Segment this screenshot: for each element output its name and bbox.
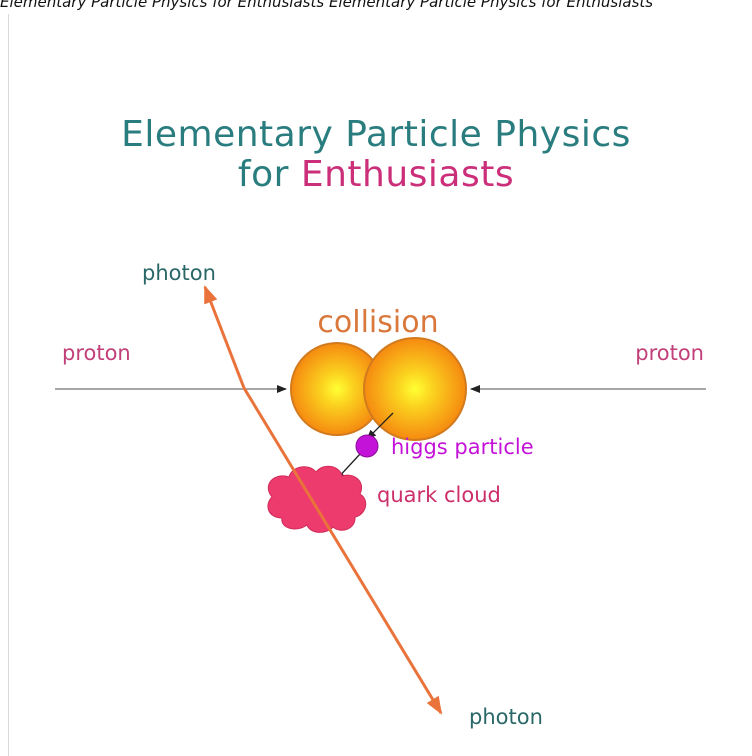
collision-label: collision: [317, 305, 438, 340]
cover-frame: [8, 14, 748, 756]
title-line-2: for Enthusiasts: [0, 154, 752, 195]
proton-sphere-right: [363, 337, 467, 441]
quark-cloud-shape: [267, 465, 367, 533]
photon-label-bottom: photon: [469, 705, 543, 729]
proton-label-right: proton: [635, 341, 704, 365]
proton-label-left: proton: [62, 341, 131, 365]
photon-label-top: photon: [142, 261, 216, 285]
higgs-label: higgs particle: [391, 435, 534, 459]
photon-arrow-down: [242, 387, 443, 715]
photon-arrow-up: [203, 285, 246, 389]
quark-cloud-label: quark cloud: [377, 483, 501, 507]
higgs-particle-dot: [355, 434, 379, 458]
title-enthusiasts: Enthusiasts: [300, 154, 515, 195]
title-line-1: Elementary Particle Physics: [121, 114, 631, 155]
top-caption: Elementary Particle Physics for Enthusia…: [0, 0, 654, 11]
decay-arrow-higgs: [366, 412, 394, 440]
title-for: for: [237, 154, 301, 195]
